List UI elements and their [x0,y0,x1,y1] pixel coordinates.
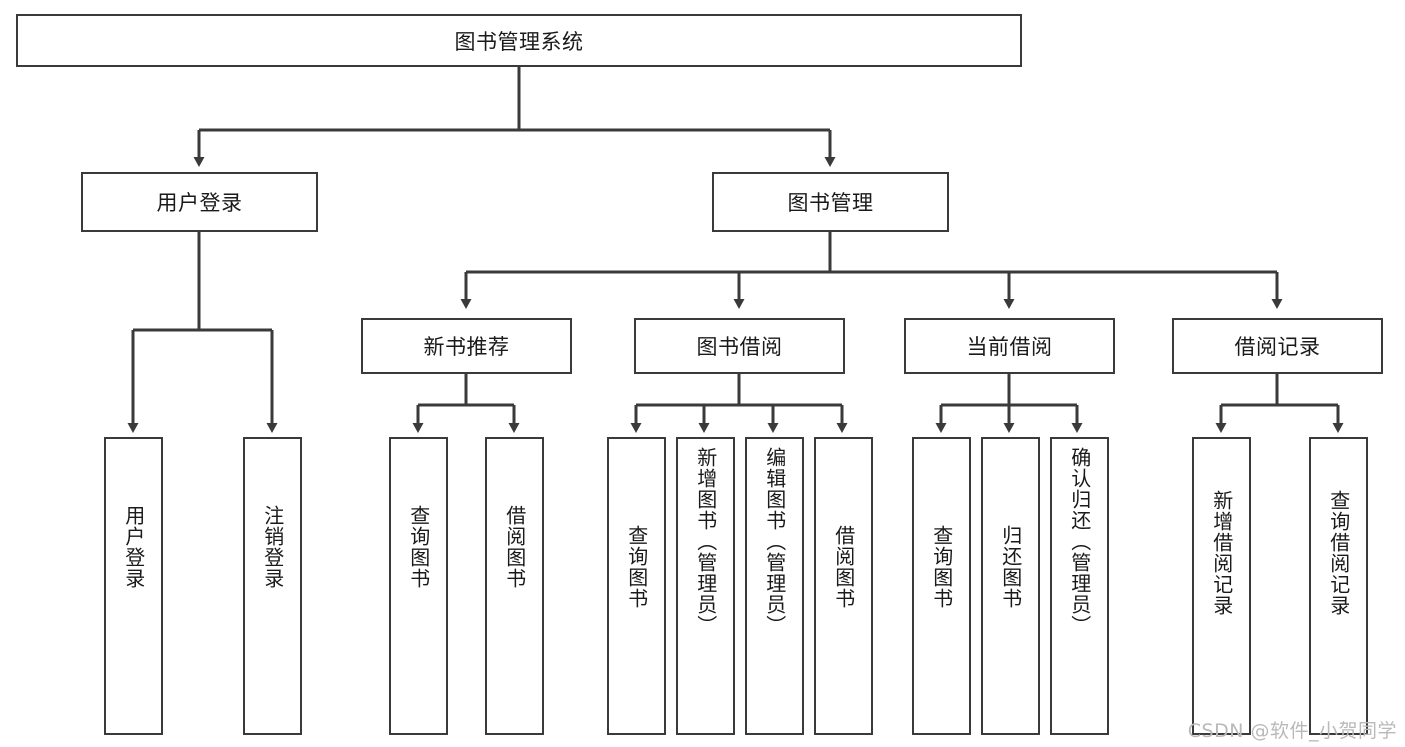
node-label: 借阅图书 [502,505,527,589]
node-book-management-system[interactable]: 图书管理系统 [16,14,1022,67]
node-leaf-borrow-book-1[interactable]: 借阅图书 [485,437,544,735]
node-label: 确认归还（管理员） [1067,447,1092,636]
node-label: 新书推荐 [423,335,510,359]
node-leaf-query-book-2[interactable]: 查询图书 [607,437,666,735]
watermark-text: CSDN @软件_小贺同学 [1187,720,1397,742]
node-book-manage[interactable]: 图书管理 [712,172,949,232]
node-leaf-confirm-return[interactable]: 确认归还（管理员） [1050,437,1109,735]
node-leaf-add-borrow-record[interactable]: 新增借阅记录 [1192,437,1251,735]
node-current-borrow[interactable]: 当前借阅 [904,318,1115,374]
node-book-borrow[interactable]: 图书借阅 [634,318,845,374]
node-leaf-borrow-book-2[interactable]: 借阅图书 [814,437,873,735]
node-label: 查询图书 [406,505,431,589]
node-label: 用户登录 [156,191,243,215]
node-leaf-return-book[interactable]: 归还图书 [981,437,1040,735]
node-label: 查询图书 [624,525,649,609]
node-leaf-add-book[interactable]: 新增图书（管理员） [676,437,735,735]
node-user-login[interactable]: 用户登录 [81,172,318,232]
node-label: 查询借阅记录 [1326,490,1351,616]
node-label: 图书借阅 [696,335,783,359]
node-label: 借阅记录 [1234,335,1321,359]
node-label: 当前借阅 [966,335,1053,359]
node-label: 新增图书（管理员） [693,447,718,636]
node-leaf-query-book-1[interactable]: 查询图书 [389,437,448,735]
node-leaf-user-login[interactable]: 用户登录 [104,437,163,735]
node-leaf-query-book-3[interactable]: 查询图书 [912,437,971,735]
node-label: 用户登录 [121,505,146,589]
node-leaf-edit-book[interactable]: 编辑图书（管理员） [745,437,804,735]
node-borrow-record[interactable]: 借阅记录 [1172,318,1383,374]
node-leaf-query-borrow-record[interactable]: 查询借阅记录 [1309,437,1368,735]
node-new-book-recommend[interactable]: 新书推荐 [361,318,572,374]
node-label: 新增借阅记录 [1209,490,1234,616]
node-label: 归还图书 [998,525,1023,609]
node-label: 查询图书 [929,525,954,609]
node-label: 图书管理系统 [454,29,584,54]
node-label: 图书管理 [787,191,874,215]
node-leaf-logout-login[interactable]: 注销登录 [243,437,302,735]
node-label: 借阅图书 [831,525,856,609]
node-label: 注销登录 [260,505,285,589]
node-label: 编辑图书（管理员） [762,447,787,636]
